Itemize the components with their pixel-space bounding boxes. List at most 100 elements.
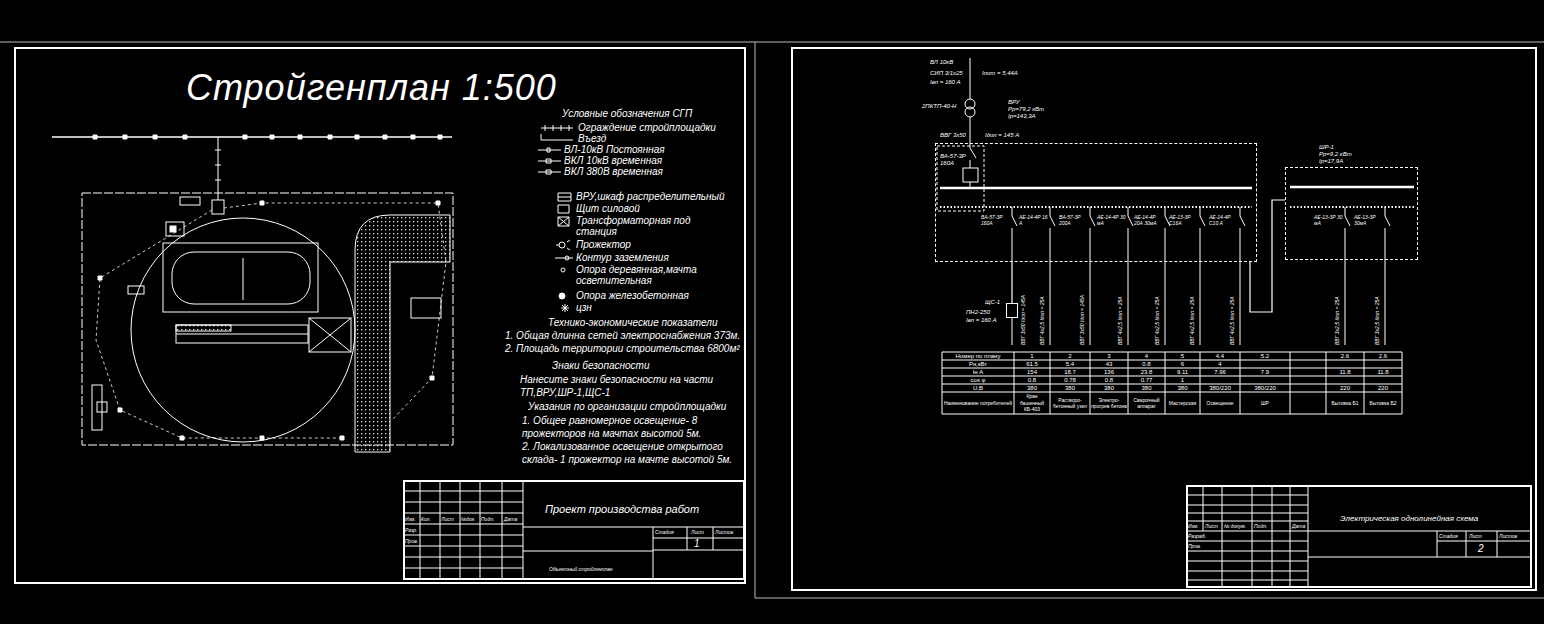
note-text: 1. Общая длинна сетей электроснабжения 3… [505, 330, 740, 342]
legend-text: ВЛ-10кВ Постоянная [564, 144, 665, 155]
table-header: U,В [942, 384, 1014, 392]
legend-text: цзн [576, 302, 592, 313]
transformer-label: 2ПКТП-40-Н [922, 103, 956, 110]
legend-sample [558, 205, 569, 213]
table-cell: 1 [1014, 352, 1050, 360]
table-cell: 380/220 [1200, 384, 1240, 392]
site-hut [128, 286, 144, 294]
current-label: Iвп = 160 А [966, 317, 997, 324]
section-heading: Указания по организации стройплощадки [528, 401, 726, 413]
table-cell: 380 [1014, 384, 1050, 392]
table-cell: 380/220 [1240, 384, 1290, 392]
crane-track [176, 325, 308, 343]
title-block-cell: Дата [1292, 523, 1305, 529]
temporary-road [355, 215, 450, 452]
drawing-group [0, 42, 1544, 598]
title-block-grid [1186, 485, 1532, 588]
transformer-winding [965, 107, 975, 117]
title-block-cell: Кол. [421, 516, 431, 522]
table-cell: 0.8 [1014, 376, 1050, 384]
open-storage [309, 318, 351, 352]
sheet-number: 1 [694, 538, 700, 549]
switchboard-box: ВРУРр=79,2 кВт Ip=143,3А [935, 143, 1257, 262]
table-cell: 18.7 [1050, 368, 1090, 376]
legend-sample [541, 125, 573, 131]
cable-label: ВВГ 4х2,5 Iдоп = 25А [1189, 296, 1195, 345]
cable-label: СИП 3/1х25 [930, 70, 963, 77]
legend-sample [541, 134, 573, 140]
input-section [937, 146, 984, 211]
table-cell: 3 [1090, 352, 1128, 360]
overhead-line [52, 136, 452, 138]
legend-sample [555, 256, 573, 260]
legend-text: ВРУ,шкаф распределительный [576, 191, 724, 202]
node-text: Объектный стройгенплан [549, 566, 613, 572]
legend-sample [558, 193, 571, 201]
neutral-bus [940, 206, 1252, 208]
sheet-title: Стройгенплан 1:500 [186, 66, 557, 109]
busbar [1290, 186, 1414, 189]
site-hut [97, 402, 107, 412]
site-hut [180, 197, 200, 205]
legend-sample [538, 170, 561, 174]
section-heading: Технико-экономические показатели [548, 317, 718, 329]
sheet-frame [792, 48, 1536, 590]
title-block-cell: Лист [691, 529, 704, 535]
breaker-label: АЕ-13-3Р С16А [1169, 214, 1198, 226]
table-cell: 0.8 [1128, 360, 1165, 368]
table-cell: 380 [1090, 384, 1128, 392]
sheet-frame [15, 48, 745, 583]
transformer-substation [212, 200, 224, 214]
title-block-cell: Стадия [1439, 533, 1458, 539]
device-label: ПН2-250 [966, 309, 990, 316]
table-cell: 154 [1014, 368, 1050, 376]
legend-text: Въезд [578, 133, 606, 144]
title-block-cell: №док [461, 516, 474, 522]
crane-track-hatch [176, 325, 231, 331]
title-block-cell: Лист [441, 516, 454, 522]
legend-text: Ограждение стройплощадки [578, 122, 716, 133]
table-cell: 5.2 [1240, 352, 1290, 360]
current-label: Iпот = 5,44А [982, 70, 1018, 77]
legend-text: Прожектор [576, 239, 631, 250]
pole-symbol [93, 135, 442, 139]
legend-text: Трансформаторная под станция [576, 215, 716, 237]
breaker-symbol [1345, 207, 1390, 345]
legend-text: Контур заземления [576, 252, 669, 263]
table-cell: 220 [1326, 384, 1364, 392]
site-hut [411, 298, 441, 318]
note-text: 2. Локализованное освещение открытого ск… [522, 440, 734, 466]
breaker-label: АЕ-13-3Р 30 мА [1314, 214, 1343, 226]
table-header: Iн А [942, 368, 1014, 376]
building [163, 243, 318, 312]
cable-label: ВВГ 3х2,5 Iдоп = 25А [1334, 296, 1340, 345]
title-block-cell: Дата [504, 516, 517, 522]
legend-text: Опора деревянная,мачта осветительная [576, 264, 716, 286]
legend-sample [538, 159, 561, 163]
building-outline [172, 252, 310, 304]
table-cell: Бытовка Б1 [1326, 392, 1364, 414]
table-cell: 220 [1364, 384, 1402, 392]
title-block-cell: Пров. [1188, 543, 1201, 549]
table-cell: Кран башенный КБ-403 [1014, 392, 1050, 414]
cable-label: ВВГ 4х2,5 Iдоп = 25А [1039, 296, 1045, 345]
note-text: 1. Общее равномерное освещение- 8 прожек… [522, 414, 727, 440]
node-heading: ШР-1 [1319, 144, 1334, 151]
note-text: 2. Площадь территории строительства 6800… [505, 343, 740, 355]
note-text: Нанесите знаки безопасности на части ТП,… [520, 373, 720, 399]
table-cell: Бытовка Б2 [1364, 392, 1402, 414]
table-cell: 1 [1165, 376, 1200, 384]
line-label: ВЛ 10кВ [930, 59, 953, 66]
table-cell: 61.5 [1014, 360, 1050, 368]
legend-text: ВКЛ 380В временная [564, 166, 663, 177]
title-block-cell: Лист [1469, 533, 1482, 539]
table-cell: Мастерская [1165, 392, 1200, 414]
title-block-cell: Подп. [1254, 523, 1267, 529]
cable-label: ВВГ 3х50 Iдоп = 145А [1020, 295, 1026, 345]
table-cell: ШР [1240, 392, 1290, 414]
node-heading: Проект производства работ [545, 503, 699, 516]
node-text: Рр=79,2 кВт Ip=143,3А [1008, 106, 1056, 120]
distribution-box: ШР-1Рр=9,2 кВт Ip=17,9А [1285, 167, 1418, 260]
cable-drop [215, 137, 221, 200]
breaker-label: АЕ-13-3Р 30мА [1354, 214, 1383, 226]
